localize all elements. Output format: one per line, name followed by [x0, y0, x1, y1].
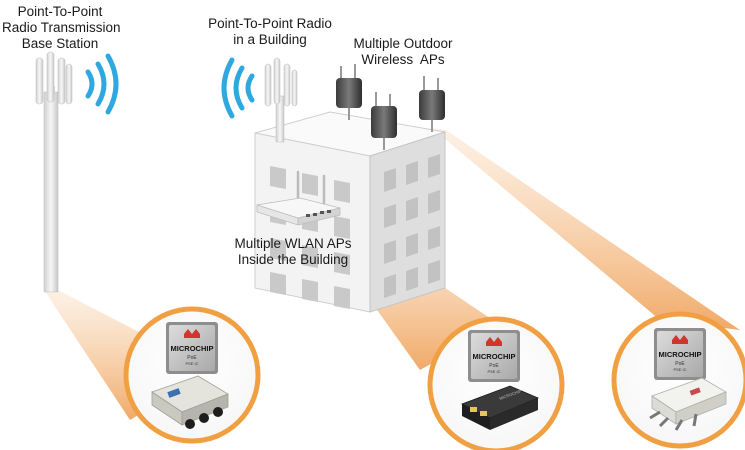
label-wlan-aps: Multiple WLAN APs Inside the Building — [218, 236, 368, 268]
building-window — [406, 233, 418, 257]
outdoor-poe-midspan — [649, 377, 727, 431]
beam-right — [432, 128, 740, 330]
building-window — [406, 267, 418, 291]
router-icon — [256, 170, 341, 226]
chip-line1-text: PoE — [675, 361, 685, 367]
microchip-logo-icon — [486, 337, 502, 346]
chip-face — [169, 325, 215, 371]
chip-line1-text: PoE — [489, 363, 499, 369]
label-line: Wireless APs — [361, 52, 445, 67]
building-window — [428, 190, 440, 214]
wifi-signal-icon — [221, 57, 255, 119]
chip-face — [657, 331, 703, 377]
wifi-signal-icon — [85, 53, 119, 115]
building-window — [406, 197, 418, 221]
circle-middle — [427, 316, 565, 450]
chip-line2-text: PSE IC — [673, 367, 686, 372]
building-window — [428, 154, 440, 178]
outdoor-ap-icon — [371, 92, 397, 150]
chip-brand-text: MICROCHIP — [473, 352, 516, 361]
label-building-radio: Point-To-Point Radio in a Building — [200, 16, 340, 48]
chip-line2-text: PSE IC — [185, 361, 198, 366]
building-window — [428, 260, 440, 284]
building-window — [302, 173, 318, 196]
chip-line2-text: PSE IC — [487, 369, 500, 374]
chip-line1-text: PoE — [187, 355, 197, 361]
poe-switch-device — [151, 375, 229, 429]
label-base-station: Point-To-Point Radio Transmission Base S… — [2, 4, 121, 52]
building-window — [334, 286, 350, 309]
base-station-tower — [35, 51, 73, 293]
building-window — [384, 274, 396, 298]
building-window — [270, 238, 286, 261]
microchip-logo-icon — [184, 329, 200, 338]
building-radio — [264, 57, 298, 143]
building-window — [270, 166, 286, 189]
building-window — [384, 168, 396, 192]
label-line: Inside the Building — [237, 252, 349, 267]
building-window — [270, 272, 286, 295]
building-window — [334, 252, 350, 275]
poe-injector-icon: MICROCHIP — [461, 385, 540, 430]
label-line: Point-To-Point Radio — [208, 16, 332, 31]
building-window — [302, 245, 318, 268]
building-window — [334, 216, 350, 239]
building-window — [384, 240, 396, 264]
microchip-logo-icon — [672, 335, 688, 344]
building-window — [384, 204, 396, 228]
building-window — [428, 226, 440, 250]
chip-brand-text: MICROCHIP — [659, 350, 702, 359]
label-line: Multiple WLAN APs — [234, 236, 352, 251]
side-windows — [384, 154, 440, 298]
building-window — [406, 161, 418, 185]
antenna-icon — [35, 51, 73, 105]
chip-brand-text: MICROCHIP — [171, 344, 214, 353]
chip-face — [471, 333, 517, 379]
label-line: Radio Transmission — [2, 20, 121, 35]
building-window — [334, 180, 350, 203]
label-line: Base Station — [21, 36, 99, 51]
outdoor-ap-icon — [419, 76, 445, 132]
label-line: Multiple Outdoor — [353, 36, 453, 51]
label-outdoor-aps: Multiple Outdoor Wireless APs — [340, 36, 466, 68]
building — [254, 111, 446, 313]
outdoor-ap-icon — [336, 64, 362, 120]
label-line: Point-To-Point — [17, 4, 103, 19]
building-window — [302, 279, 318, 302]
label-line: in a Building — [233, 32, 307, 47]
